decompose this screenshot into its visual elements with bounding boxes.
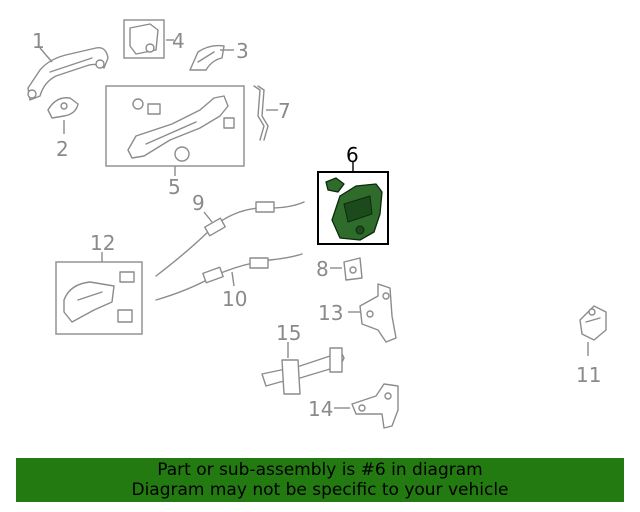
- leader-9: [203, 211, 213, 223]
- part-13-hinge[interactable]: [359, 283, 397, 343]
- part-3-gasket[interactable]: [189, 44, 225, 71]
- info-banner: Part or sub-assembly is #6 in diagram Di…: [16, 458, 624, 502]
- part-11-striker[interactable]: [579, 305, 607, 341]
- label-7: 7: [278, 99, 291, 123]
- label-9: 9: [192, 191, 205, 215]
- part-5-handle-base[interactable]: [105, 85, 245, 167]
- banner-line-2: Diagram may not be specific to your vehi…: [131, 480, 509, 500]
- label-3: 3: [236, 39, 249, 63]
- label-11: 11: [576, 363, 601, 387]
- part-15-door-check[interactable]: [261, 347, 345, 395]
- part-8-clip[interactable]: [343, 257, 363, 281]
- label-12: 12: [90, 231, 115, 255]
- label-4: 4: [172, 29, 185, 53]
- part-10-cable-lower[interactable]: [155, 253, 303, 301]
- label-6: 6: [346, 143, 359, 167]
- banner-line-1: Part or sub-assembly is #6 in diagram: [157, 460, 483, 480]
- label-14: 14: [308, 397, 333, 421]
- label-5: 5: [168, 175, 181, 199]
- part-14-hinge-lower[interactable]: [351, 383, 399, 429]
- parts-diagram: 1 2 4 3 5 7: [27, 19, 607, 429]
- part-1-outer-handle[interactable]: [27, 47, 109, 101]
- label-1: 1: [32, 29, 45, 53]
- label-2: 2: [56, 137, 69, 161]
- part-7-rod[interactable]: [253, 85, 269, 141]
- leader-1: [39, 47, 53, 63]
- part-2-bracket[interactable]: [47, 97, 79, 119]
- part-4-cover[interactable]: [123, 19, 165, 59]
- label-8: 8: [316, 257, 329, 281]
- part-12-inner-handle[interactable]: [55, 261, 143, 335]
- leader-10: [231, 271, 235, 287]
- part-6-lock-actuator[interactable]: [317, 171, 389, 245]
- label-15: 15: [276, 321, 301, 345]
- part-9-cable-upper[interactable]: [155, 201, 305, 277]
- label-13: 13: [318, 301, 343, 325]
- label-10: 10: [222, 287, 247, 311]
